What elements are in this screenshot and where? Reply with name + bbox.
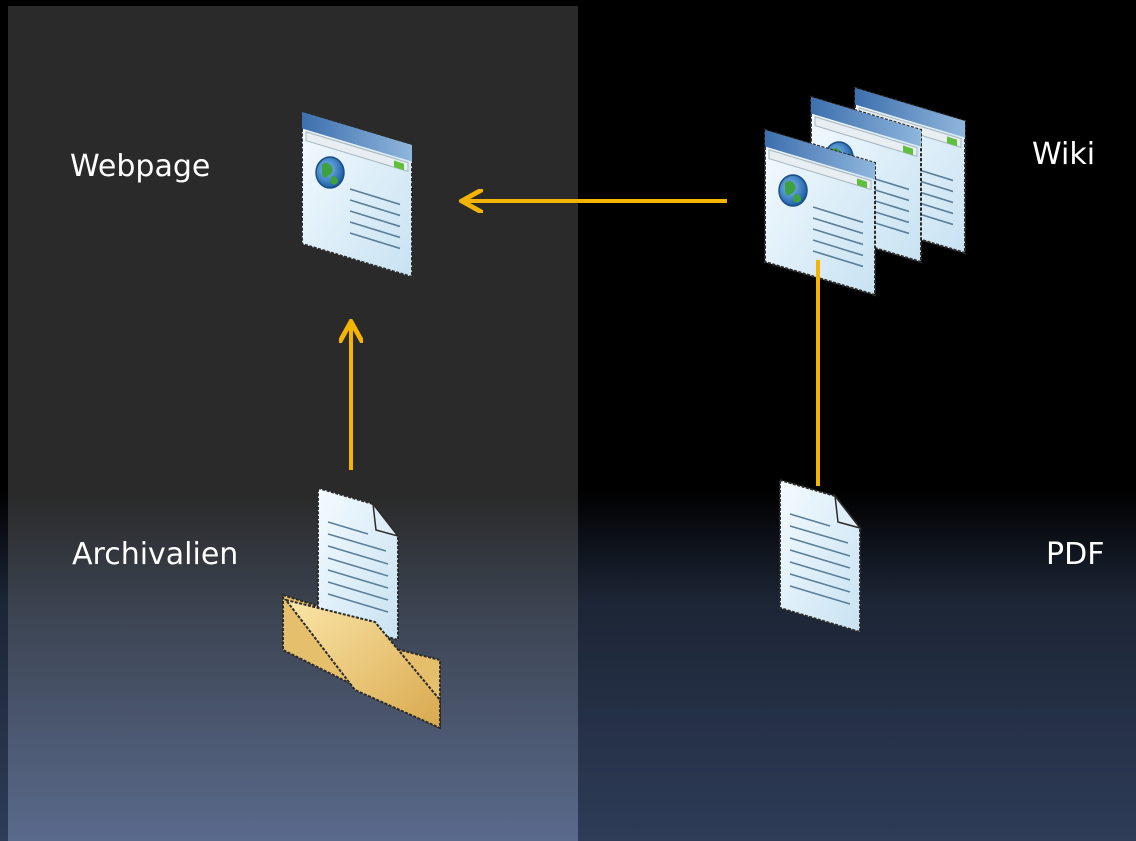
webpage-label: Webpage [70, 149, 211, 184]
wiki-label: Wiki [1032, 137, 1096, 172]
webpage-stack-icon[interactable] [763, 86, 967, 297]
archivalien-label: Archivalien [72, 537, 239, 572]
pdf-label: PDF [1046, 537, 1105, 572]
webpage-icon[interactable] [300, 110, 414, 279]
document-icon[interactable] [779, 479, 861, 633]
folder-document-icon[interactable] [282, 487, 441, 730]
left-panel [8, 6, 578, 841]
